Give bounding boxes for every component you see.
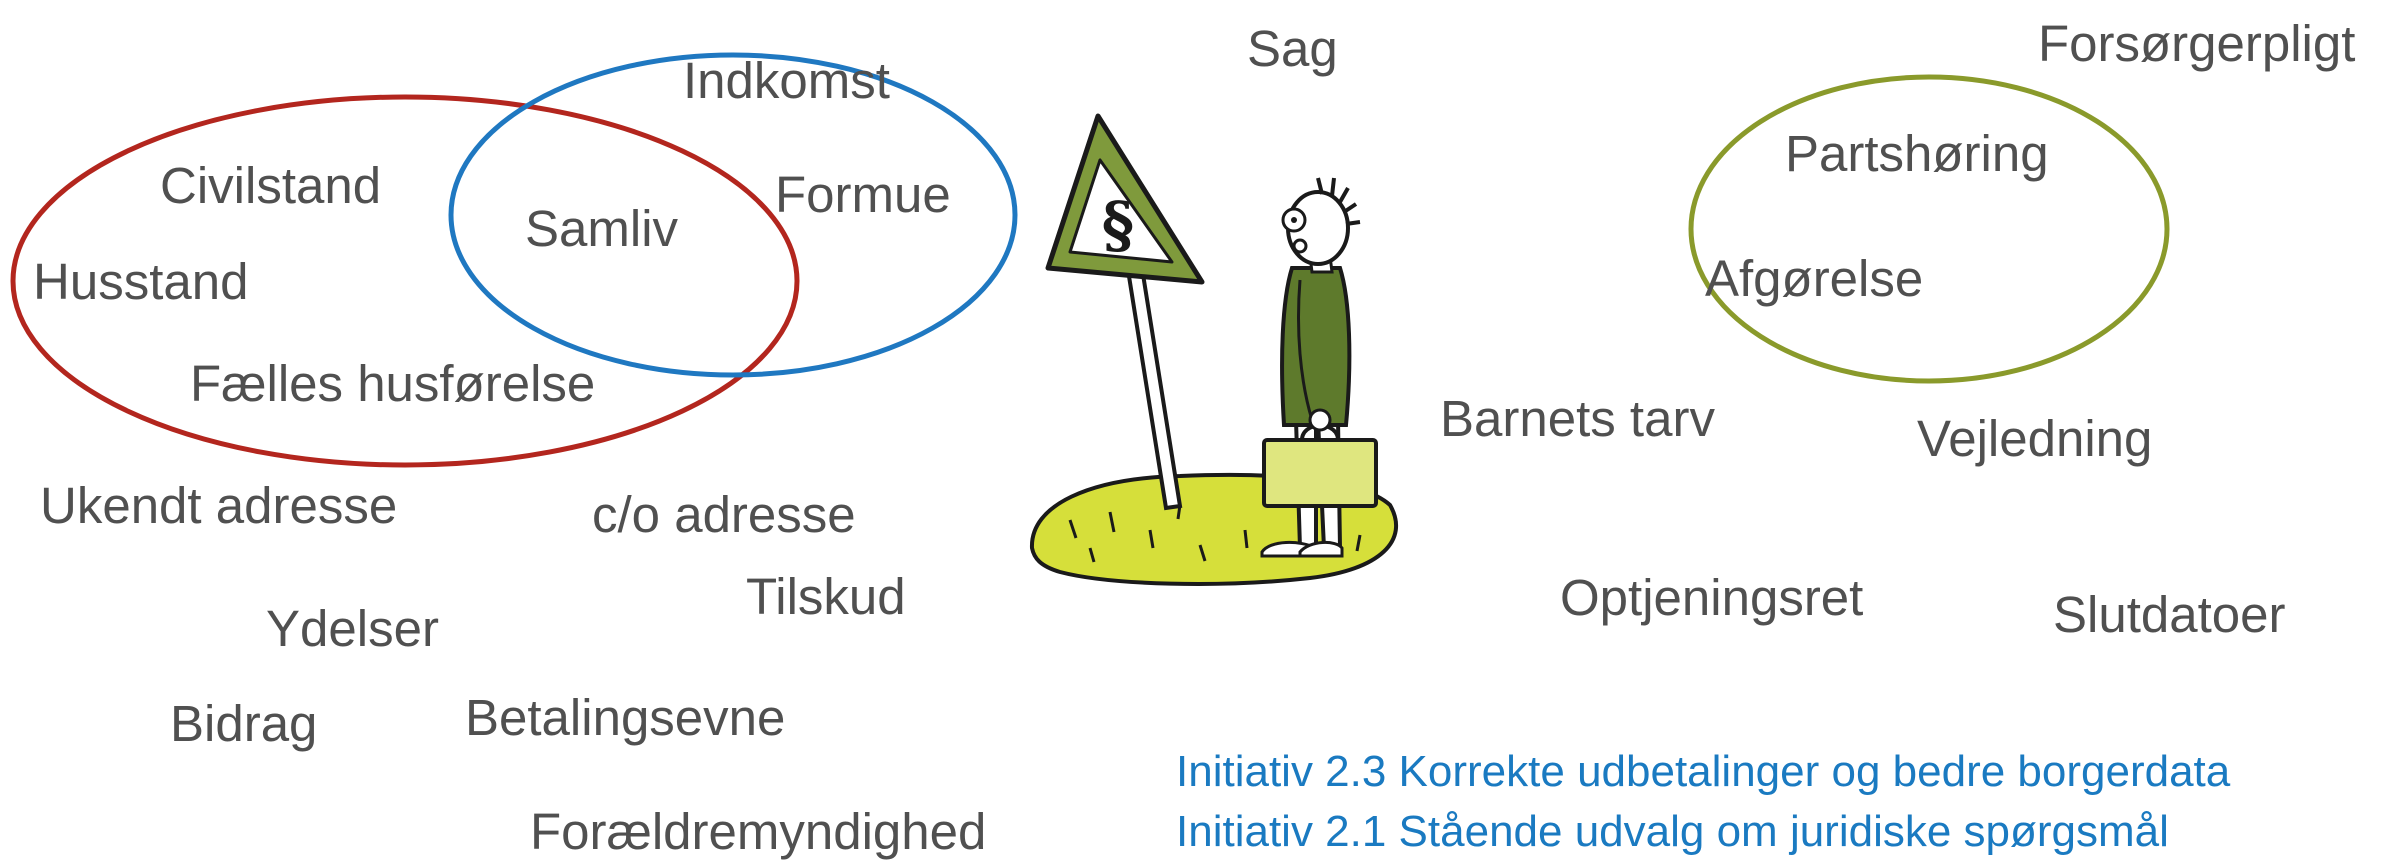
paragraph-symbol: § [1102, 188, 1134, 261]
word-samliv: Samliv [525, 200, 679, 257]
word-forsorgerpligt: Forsørgerpligt [2038, 15, 2356, 72]
initiative-line-1: Initiativ 2.3 Korrekte udbetalinger og b… [1176, 747, 2231, 796]
briefcase [1262, 438, 1378, 508]
word-barnets-tarv: Barnets tarv [1440, 390, 1715, 447]
green-ellipse [1688, 74, 2170, 384]
word-partshoring: Partshøring [1785, 125, 2049, 182]
sign-post [1125, 265, 1183, 511]
word-faelles-husforelse: Fælles husførelse [190, 355, 596, 412]
word-foraeldremyndighed: Forældremyndighed [530, 803, 987, 860]
word-slutdatoer: Slutdatoer [2053, 586, 2286, 643]
red-ellipse [10, 94, 800, 468]
word-husstand: Husstand [33, 253, 249, 310]
word-ydelser: Ydelser [266, 600, 439, 657]
word-tilskud: Tilskud [746, 568, 906, 625]
word-bidrag: Bidrag [170, 695, 318, 752]
word-betalingsevne: Betalingsevne [465, 689, 786, 746]
man-body [1280, 266, 1352, 427]
word-vejledning: Vejledning [1917, 410, 2153, 467]
word-sag: Sag [1247, 20, 1338, 77]
word-formue: Formue [775, 166, 951, 223]
initiative-line-2: Initiativ 2.1 Stående udvalg om juridisk… [1176, 807, 2169, 856]
word-indkomst: Indkomst [683, 52, 890, 109]
word-ukendt-adresse: Ukendt adresse [40, 477, 398, 534]
word-optjeningsret: Optjeningsret [1560, 569, 1864, 626]
word-co-adresse: c/o adresse [592, 486, 856, 543]
blue-ellipse [448, 52, 1018, 378]
word-civilstand: Civilstand [160, 157, 382, 214]
word-afgorelse: Afgørelse [1705, 250, 1924, 307]
